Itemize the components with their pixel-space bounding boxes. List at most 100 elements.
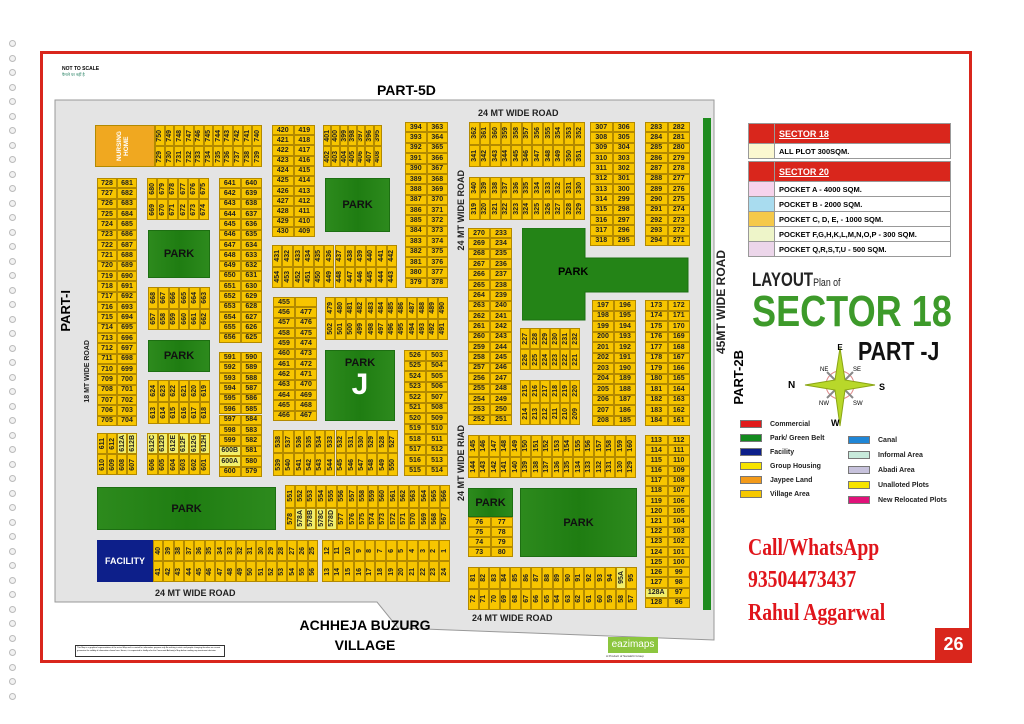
plot[interactable]: 719 [97, 271, 117, 282]
plot[interactable]: 320 [479, 198, 491, 220]
plot[interactable]: 695 [117, 322, 137, 333]
plot[interactable]: 527 [387, 430, 398, 453]
plot[interactable]: 492 [427, 318, 438, 340]
plot[interactable]: 520 [404, 413, 426, 424]
plot[interactable]: 115 [645, 455, 668, 466]
plot[interactable]: 422 [272, 145, 294, 156]
plot[interactable]: 441 [376, 245, 387, 267]
plot[interactable]: 393 [405, 132, 427, 143]
plot[interactable]: 230 [550, 328, 560, 349]
plot[interactable]: 434 [303, 245, 314, 267]
plot[interactable]: 180 [645, 373, 668, 384]
plot[interactable]: 96 [667, 597, 690, 608]
plot[interactable]: 55 [297, 561, 308, 582]
plot[interactable]: 39 [163, 540, 174, 561]
plot[interactable]: 672 [178, 199, 189, 220]
plot[interactable]: 584 [240, 414, 262, 425]
plot[interactable]: 222 [560, 349, 570, 370]
plot[interactable]: 510 [426, 423, 448, 434]
plot[interactable]: 204 [592, 373, 614, 384]
plot[interactable]: 99 [667, 567, 690, 578]
plot[interactable]: 161 [667, 415, 690, 426]
plot[interactable]: 613 [148, 402, 159, 424]
plot[interactable]: 101 [667, 546, 690, 558]
plot[interactable]: 238 [490, 279, 512, 291]
plot[interactable]: 358 [511, 122, 522, 145]
plot[interactable]: 388 [405, 184, 427, 195]
plot[interactable]: 643 [219, 198, 241, 209]
plot[interactable]: 482 [355, 297, 366, 319]
plot[interactable]: 468 [295, 400, 317, 411]
plot[interactable]: 629 [240, 291, 262, 302]
plot[interactable]: 94 [605, 567, 616, 589]
plot[interactable]: 721 [97, 250, 117, 261]
plot[interactable]: 215 [520, 380, 530, 403]
plot[interactable]: 228 [530, 328, 540, 349]
plot[interactable]: 321 [490, 198, 501, 220]
plot[interactable]: 582 [240, 435, 262, 446]
plot[interactable]: 280 [667, 142, 690, 153]
plot[interactable]: 708 [97, 384, 117, 395]
plot[interactable]: 65 [541, 588, 553, 610]
plot[interactable]: 648 [219, 250, 241, 261]
plot[interactable]: 540 [283, 453, 294, 476]
plot[interactable]: 564 [419, 485, 430, 508]
plot[interactable]: 135 [562, 456, 573, 478]
plot[interactable]: 399 [339, 125, 349, 146]
plot[interactable]: 186 [614, 405, 636, 416]
plot[interactable]: 664 [189, 287, 200, 309]
plot[interactable]: 69 [499, 588, 511, 610]
plot[interactable]: 463 [273, 379, 295, 390]
plot[interactable]: 267 [468, 259, 490, 270]
plot[interactable]: 152 [541, 435, 552, 457]
plot[interactable]: 514 [426, 465, 448, 476]
plot[interactable]: 538 [273, 430, 284, 453]
plot[interactable]: 611 [97, 433, 107, 454]
plot[interactable]: 744 [213, 125, 224, 146]
plot[interactable]: 413 [293, 186, 315, 197]
plot[interactable]: 484 [376, 297, 387, 319]
plot[interactable]: 185 [614, 415, 636, 426]
plot[interactable]: 130 [615, 456, 626, 478]
plot[interactable]: 121 [645, 516, 668, 527]
plot[interactable]: 297 [612, 215, 635, 226]
plot[interactable]: 635 [240, 229, 262, 240]
plot[interactable]: 614 [158, 402, 169, 424]
plot[interactable]: 408 [373, 146, 382, 167]
plot[interactable]: 249 [490, 393, 512, 405]
plot[interactable]: 612 [107, 433, 117, 454]
plot[interactable]: 537 [283, 430, 294, 453]
plot[interactable]: 539 [273, 453, 284, 476]
plot[interactable]: 282 [667, 122, 690, 133]
plot[interactable]: 19 [386, 561, 397, 582]
plot[interactable]: 568 [429, 507, 440, 530]
plot[interactable]: 174 [645, 310, 668, 321]
plot[interactable]: 476 [295, 317, 317, 328]
plot[interactable]: 145 [468, 435, 479, 457]
plot[interactable]: 607 [127, 454, 137, 475]
plot[interactable]: 153 [552, 435, 563, 457]
plot[interactable]: 244 [490, 342, 512, 353]
plot[interactable]: 51 [256, 561, 267, 582]
plot[interactable]: 347 [532, 144, 543, 167]
plot[interactable]: 35 [204, 540, 215, 561]
plot[interactable]: 403 [331, 146, 340, 167]
plot[interactable]: 124 [645, 546, 668, 558]
plot[interactable]: 429 [272, 216, 294, 227]
plot[interactable]: 47 [214, 561, 226, 582]
plot[interactable]: 649 [219, 260, 241, 271]
plot[interactable]: 542 [304, 453, 315, 476]
plot[interactable]: 579 [240, 466, 262, 477]
plot[interactable]: 231 [560, 328, 570, 349]
plot[interactable]: 491 [437, 318, 448, 340]
plot[interactable]: 63 [563, 588, 574, 610]
plot[interactable]: 578B [305, 507, 316, 530]
plot[interactable]: 686 [117, 229, 137, 240]
plot[interactable]: 52 [266, 561, 277, 582]
plot[interactable]: 254 [468, 393, 490, 405]
plot[interactable]: 70 [489, 588, 500, 610]
plot[interactable]: 288 [645, 173, 668, 184]
plot[interactable]: 6 [386, 540, 397, 561]
plot[interactable]: 352 [574, 122, 585, 145]
plot[interactable]: 308 [590, 132, 613, 143]
